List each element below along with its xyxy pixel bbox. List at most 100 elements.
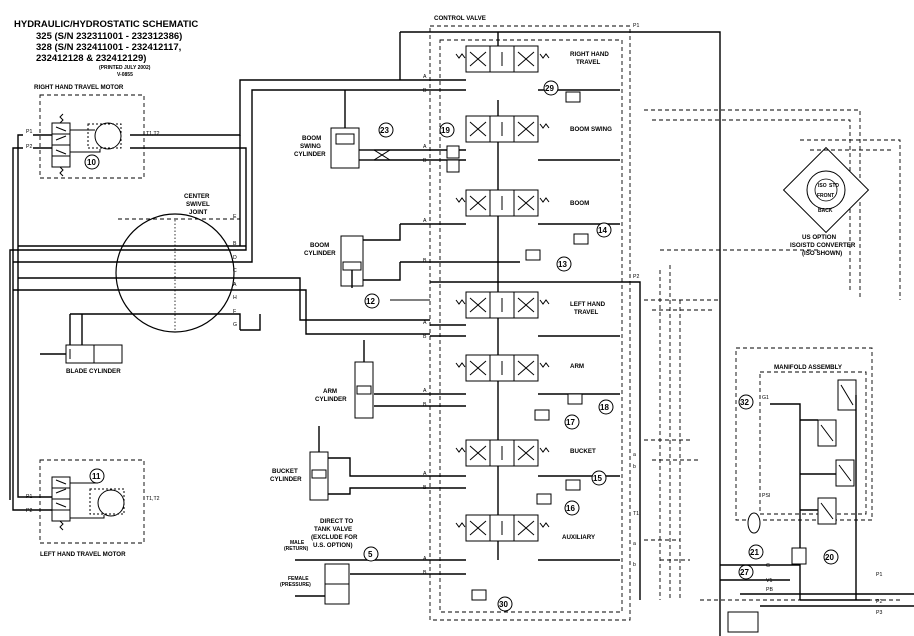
blade-cylinder: BLADE CYLINDER	[40, 344, 123, 375]
swivel-port-d: D	[233, 255, 237, 261]
male-label-1: MALE	[290, 540, 305, 546]
port-p3-lower: P3	[876, 610, 882, 616]
boom-swing-cyl-label-3: CYLINDER	[294, 151, 326, 158]
boom-swing-section-label: BOOM SWING	[570, 126, 612, 133]
vp-a3: A	[423, 218, 427, 224]
rh-travel-motor-label: RIGHT HAND TRAVEL MOTOR	[34, 84, 124, 91]
relief-valve-18	[567, 393, 583, 405]
rh-travel-section-label-1: RIGHT HAND	[570, 51, 609, 58]
port-p1-lower: P1	[876, 572, 882, 578]
arm-section-label: ARM	[570, 363, 584, 370]
arm-cyl-label-2: CYLINDER	[315, 396, 347, 403]
lh-port-t1t2: T1,T2	[146, 496, 160, 502]
callout-21	[748, 544, 764, 560]
vp-b5: B	[423, 402, 427, 408]
callout-10	[84, 154, 100, 170]
manifold-port-psi: PSI	[762, 493, 770, 499]
swivel-label-2: SWIVEL	[186, 201, 210, 208]
arm-cylinder: ARM CYLINDER	[315, 340, 374, 419]
control-valve-label: CONTROL VALVE	[434, 15, 486, 22]
callout-12	[364, 293, 380, 309]
converter-iso: ISO	[818, 183, 827, 189]
port-pb: PB	[766, 587, 773, 593]
printed-date: (PRINTED JULY 2002)	[99, 65, 151, 71]
male-label-2: (RETURN)	[284, 546, 308, 552]
relief-valve-30	[471, 589, 487, 601]
accumulator-21	[747, 512, 761, 534]
swivel-port-g: G	[233, 322, 237, 328]
title-line-4: 232412128 & 232412129)	[36, 53, 146, 64]
vp-a2: A	[423, 144, 427, 150]
boom-swing-cyl-label-2: SWING	[300, 143, 321, 150]
callout-10-text: 10	[87, 158, 96, 167]
swivel-port-c: C	[233, 268, 237, 274]
center-swivel-joint: CENTER SWIVEL JOINT E B D C A H F G	[115, 193, 240, 333]
callout-19	[439, 122, 455, 138]
relief-valve-13	[525, 249, 541, 261]
callout-32	[738, 394, 754, 410]
bucket-cyl-label-1: BUCKET	[272, 468, 298, 475]
callout-5-text: 5	[368, 550, 373, 559]
arm-cyl-label-1: ARM	[323, 388, 337, 395]
vp-b4: B	[423, 334, 427, 340]
boom-cyl-label-1: BOOM	[310, 242, 329, 249]
callout-18-text: 18	[600, 403, 609, 412]
callout-11-text: 11	[92, 472, 101, 481]
port-v1: V1	[766, 578, 772, 584]
vp-b2: B	[423, 158, 427, 164]
cv-port-t1: T1	[633, 511, 639, 517]
valve-auxiliary: AUXILIARY	[455, 514, 596, 542]
vp-b1: B	[423, 88, 427, 94]
swivel-port-e: E	[233, 214, 237, 220]
dtt-label-1: DIRECT TO	[320, 518, 353, 525]
manifold-assembly: MANIFOLD ASSEMBLY G1 PSI	[735, 347, 873, 525]
bucket-cylinder: BUCKET CYLINDER	[270, 426, 329, 501]
callout-29	[543, 80, 559, 96]
dtt-label-4: U.S. OPTION)	[313, 542, 353, 549]
callout-14-text: 14	[598, 226, 607, 235]
rh-travel-section-label-2: TRAVEL	[576, 59, 601, 66]
boom-section-label: BOOM	[570, 200, 589, 207]
relief-valve-29	[565, 91, 581, 103]
port-g-lower: G	[766, 563, 770, 569]
callout-18	[598, 399, 614, 415]
callout-20-text: 20	[825, 553, 834, 562]
vp-b7: B	[423, 570, 427, 576]
valve-lh-travel: LEFT HAND TRAVEL	[455, 291, 606, 319]
vp-a1: A	[423, 74, 427, 80]
us-option-label-1: US OPTION	[802, 234, 837, 241]
female-label-1: FEMALE	[288, 576, 309, 582]
callout-17-text: 17	[566, 418, 575, 427]
cv-port-p2: P2	[633, 274, 639, 280]
vp-b3: B	[423, 258, 427, 264]
vp-a6: A	[423, 471, 427, 477]
dtt-label-2: TANK VALVE	[314, 526, 352, 533]
direct-to-tank-valve: DIRECT TO TANK VALVE (EXCLUDE FOR U.S. O…	[280, 518, 358, 605]
vp-a5: A	[423, 388, 427, 394]
valve-rh-travel: RIGHT HAND TRAVEL	[455, 45, 609, 73]
control-valve: CONTROL VALVE P1 P2 T1	[429, 15, 639, 621]
title-line-3: 328 (S/N 232411001 - 232412117,	[36, 42, 181, 53]
lh-travel-motor: P1 P2 T1,T2 LEFT HAND TRAVEL MOTOR	[26, 459, 160, 558]
blade-cylinder-label: BLADE CYLINDER	[66, 368, 121, 375]
lh-travel-motor-label: LEFT HAND TRAVEL MOTOR	[40, 551, 126, 558]
title-line-2: 325 (S/N 232311001 - 232312386)	[36, 31, 182, 42]
us-option-label-3: (ISO SHOWN)	[802, 250, 842, 257]
lh-travel-section-label-1: LEFT HAND	[570, 301, 606, 308]
title-line-1: HYDRAULIC/HYDROSTATIC SCHEMATIC	[14, 19, 198, 30]
female-label-2: (PRESSURE)	[280, 582, 311, 588]
callout-13	[556, 256, 572, 272]
drawing-code: V-0855	[117, 72, 133, 78]
valve-20	[791, 547, 807, 565]
callout-29-text: 29	[545, 84, 554, 93]
vp-lower-b1: b	[633, 464, 636, 470]
callout-12-text: 12	[366, 297, 375, 306]
bucket-section-label: BUCKET	[570, 448, 596, 455]
callout-5	[363, 546, 379, 562]
converter-back: BACK	[818, 208, 833, 214]
vp-a4: A	[423, 320, 427, 326]
callout-20	[823, 549, 839, 565]
valve-arm: ARM	[455, 354, 584, 382]
cv-port-p1: P1	[633, 23, 639, 29]
